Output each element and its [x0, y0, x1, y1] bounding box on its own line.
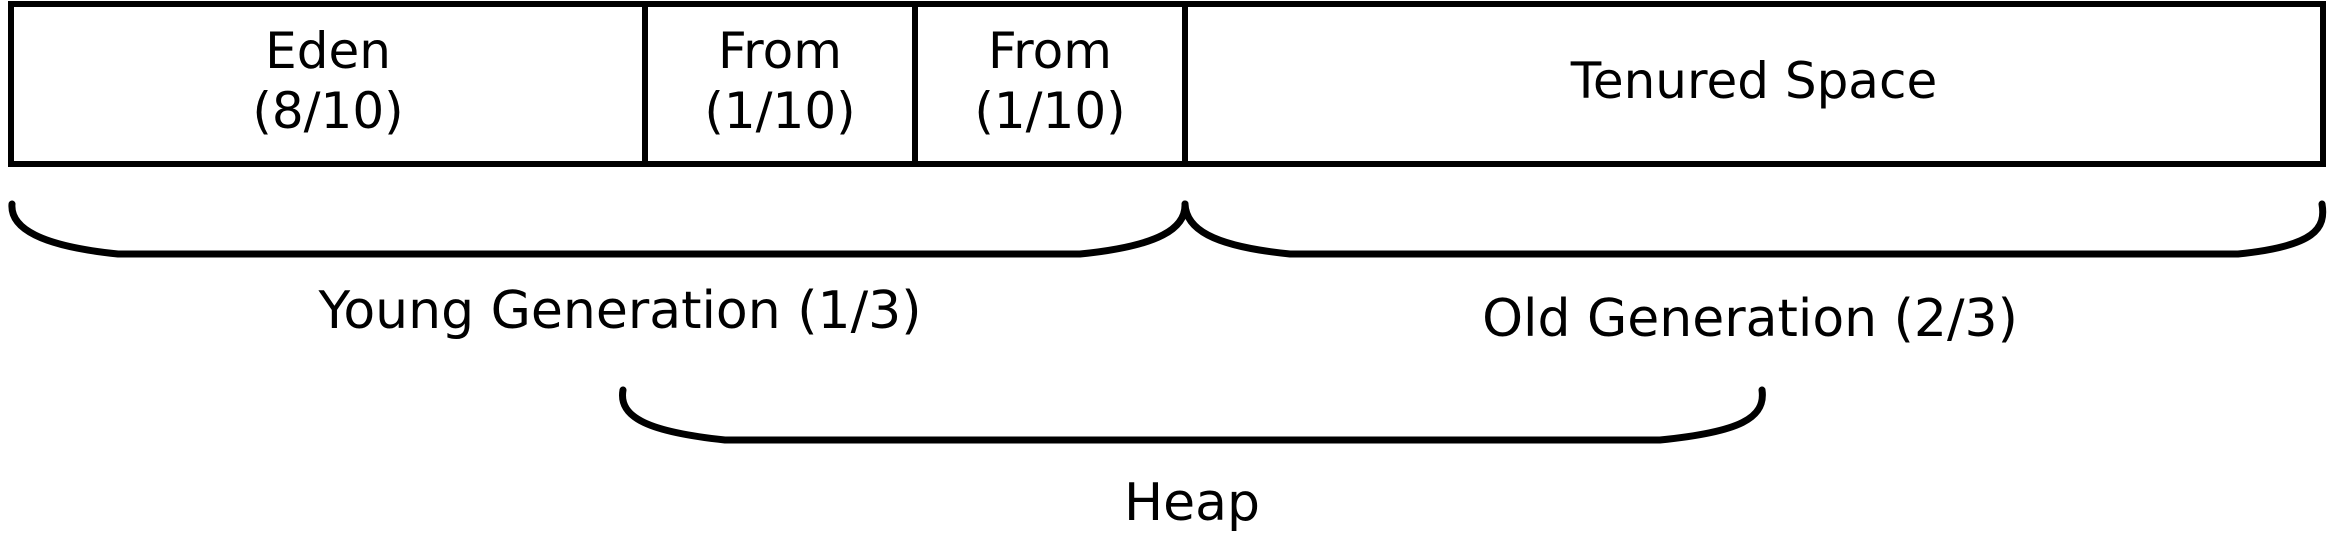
tenured-space-box [1182, 1, 2326, 167]
eden-name: Eden [265, 22, 391, 80]
heap-brace [619, 386, 1766, 444]
old-generation-label: Old Generation (2/3) [1482, 289, 2018, 349]
young-generation-label: Young Generation (1/3) [317, 281, 921, 341]
heap-regions-bar [8, 1, 2326, 167]
young-generation-brace [8, 200, 1189, 258]
heap-label: Heap [1124, 473, 1260, 533]
survivor-from-2-ratio: (1/10) [974, 82, 1125, 140]
survivor-from-space-2-box [912, 1, 1188, 167]
eden-space-box [8, 1, 648, 167]
tenured-space-name: Tenured Space [1570, 52, 1937, 110]
old-generation-brace [1181, 200, 2327, 258]
survivor-from-1-ratio: (1/10) [704, 82, 855, 140]
survivor-from-2-name: From [988, 22, 1112, 80]
survivor-from-1-name: From [718, 22, 842, 80]
survivor-from-space-1-box [642, 1, 918, 167]
eden-ratio: (8/10) [252, 82, 403, 140]
